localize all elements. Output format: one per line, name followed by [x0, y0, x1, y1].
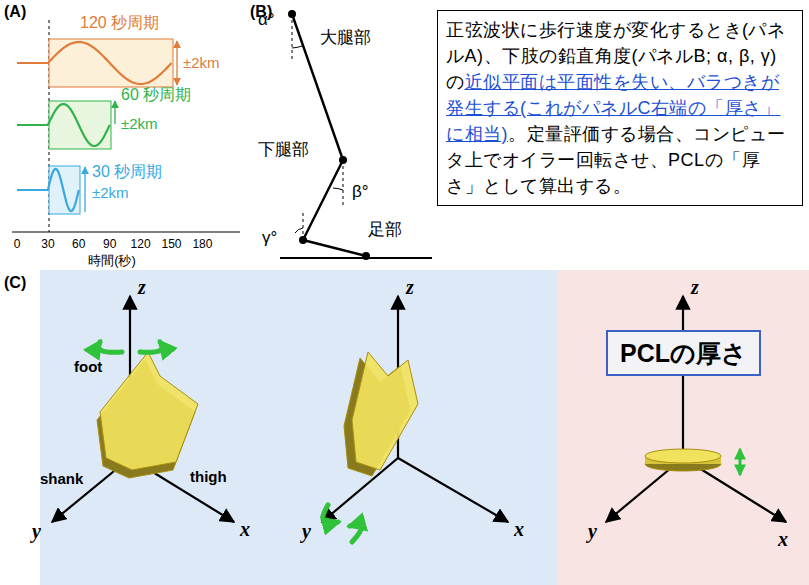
label-text: (A) [4, 3, 26, 21]
label-text: 180 [192, 238, 212, 252]
rotation-arrow [350, 525, 362, 542]
sine-wave [17, 104, 110, 146]
note-box: 正弦波状に歩行速度が変化するとき(パネルA)、下肢の鉛直角度(パネルB; α, … [437, 10, 803, 206]
label-text: x [778, 528, 788, 551]
label-text: 30 [41, 238, 54, 252]
title-box: PCLの厚さ [606, 330, 761, 376]
label-text: 0 [14, 238, 21, 252]
label-text: 120 [131, 238, 151, 252]
label-text: 時間(秒) [88, 254, 136, 269]
sine-wave [17, 169, 79, 211]
leg-figure [333, 188, 343, 190]
chart-frame [114, 101, 115, 124]
label-text: x [240, 518, 250, 541]
label-text: 30 秒周期 [92, 163, 162, 181]
label-text: (C) [4, 274, 26, 292]
axis-arrow [52, 296, 786, 522]
leg-figure [303, 210, 304, 240]
label-text: z [138, 276, 146, 299]
label-text: foot [74, 358, 102, 375]
panel-ground [40, 270, 809, 585]
label-text: 120 秒周期 [80, 14, 159, 32]
label-text: y [588, 520, 597, 543]
chart-frame [12, 20, 240, 232]
label-text: z [406, 276, 414, 299]
leg-figure [292, 14, 293, 62]
label-text: ±2km [121, 115, 158, 132]
label-text: 大腿部 [320, 28, 371, 48]
leg-figure [288, 10, 296, 18]
rotation-arrow [98, 342, 122, 352]
label-text: ±2km [183, 54, 220, 71]
leg-figure [362, 252, 370, 260]
label-text: γ° [262, 228, 277, 248]
leg-figure [339, 156, 347, 164]
axis-arrow [682, 296, 684, 458]
label-text: z [691, 276, 699, 299]
leg-figure [292, 14, 366, 256]
panel-ground [557, 270, 809, 585]
label-text: x [514, 518, 524, 541]
leg-figure [280, 257, 432, 259]
leg-figure [280, 10, 432, 260]
leg-figure [295, 228, 303, 233]
label-text: y [32, 520, 41, 543]
axis-arrow [398, 458, 508, 522]
rotation-arrow [140, 342, 163, 352]
label-text: ±2km [92, 184, 129, 201]
label-text: α° [258, 10, 275, 30]
label-text: 90 [103, 238, 116, 252]
label-text: y [302, 520, 311, 543]
plane-shape [645, 449, 721, 463]
chart-frame [12, 231, 240, 232]
label-text: 60 [72, 238, 85, 252]
label-text: 150 [161, 238, 181, 252]
label-text: 60 秒周期 [121, 86, 191, 104]
chart-frame [176, 41, 177, 85]
leg-figure [292, 46, 302, 48]
rotation-arrow [739, 450, 742, 474]
sine-wave [17, 42, 172, 84]
plane-shape [352, 352, 418, 470]
rotation-arrow [323, 505, 338, 523]
sine-wave [17, 42, 172, 211]
label-text: 下腿部 [258, 140, 309, 160]
label-text: β° [352, 182, 369, 202]
node-text: PCLの厚さ [620, 339, 747, 367]
leg-figure [299, 236, 307, 244]
label-text: shank [40, 470, 83, 487]
chart-frame [84, 167, 85, 212]
leg-figure [343, 160, 344, 205]
label-text: 足部 [368, 220, 402, 240]
plane-shape [100, 352, 198, 470]
label-text: thigh [190, 468, 227, 485]
panel-ground [40, 270, 557, 585]
